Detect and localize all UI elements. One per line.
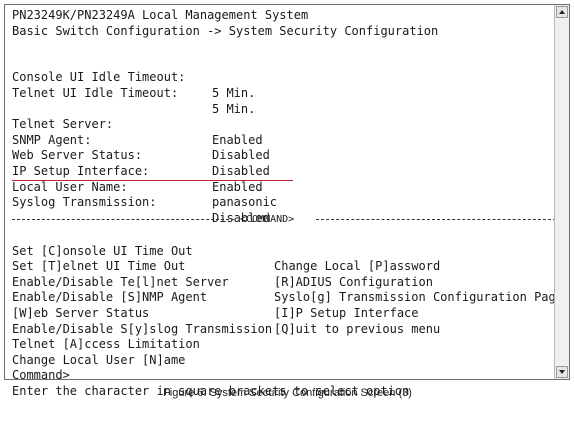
command-toggle-snmp-agent[interactable]: Enable/Disable [S]NMP Agent: [12, 290, 208, 305]
telnet-server-value: Enabled: [212, 132, 263, 147]
command-row-5: [W]eb Server Status [Q]uit to previous m…: [12, 290, 440, 336]
command-ip-setup-interface[interactable]: [I]P Setup Interface: [274, 305, 419, 320]
web-server-label: Web Server Status:: [12, 148, 143, 163]
telnet-timeout-row: Telnet UI Idle Timeout: 5 Min.: [12, 70, 255, 116]
instruction-hint: Enter the character in square brackets t…: [12, 383, 410, 398]
syslog-row: Syslog Transmission: Disabled: [12, 180, 270, 225]
command-telnet-access-limitation[interactable]: Telnet [A]ccess Limitation: [12, 337, 200, 352]
command-change-local-user-name[interactable]: Change Local User [N]ame: [12, 352, 186, 367]
telnet-timeout-label: Telnet UI Idle Timeout:: [12, 85, 179, 100]
syslog-value: Disabled: [212, 210, 270, 225]
command-prompt[interactable]: Command>: [12, 368, 70, 383]
snmp-agent-value: Disabled: [212, 148, 270, 163]
command-toggle-telnet-server[interactable]: Enable/Disable Te[l]net Server: [12, 274, 229, 289]
terminal-screen: PN23249K/PN23249A Local Management Syste…: [12, 8, 563, 398]
ip-setup-row: IP Setup Interface: Enabled: [12, 148, 263, 194]
console-timeout-value: 5 Min.: [212, 85, 256, 100]
command-divider-label: <COMMAND>: [240, 214, 295, 225]
command-divider: <COMMAND>: [12, 212, 556, 227]
command-row-3: Enable/Disable Te[l]net Server Syslo[g] …: [12, 259, 563, 305]
terminal-window: PN23249K/PN23249A Local Management Syste…: [4, 4, 570, 398]
command-row-6: Enable/Disable S[y]slog Transmission: [12, 306, 272, 336]
scroll-up-button[interactable]: [556, 6, 568, 18]
command-quit-menu[interactable]: [Q]uit to previous menu: [274, 321, 441, 336]
hint-row: Enter the character in square brackets t…: [12, 368, 409, 398]
web-server-row: Web Server Status: Disabled: [12, 133, 270, 178]
command-row-1: Set [C]onsole UI Time Out Change Local […: [12, 228, 440, 274]
local-user-row: Local User Name: panasonic: [12, 164, 277, 210]
ip-setup-label: IP Setup Interface:: [12, 163, 150, 178]
command-radius-configuration[interactable]: [R]ADIUS Configuration: [274, 274, 433, 289]
arrow-up-icon: [559, 10, 565, 14]
command-set-telnet-timeout[interactable]: Set [T]elnet UI Time Out: [12, 259, 186, 274]
command-set-console-timeout[interactable]: Set [C]onsole UI Time Out: [12, 243, 193, 258]
snmp-agent-row: SNMP Agent: Disabled: [12, 117, 270, 163]
command-change-password[interactable]: Change Local [P]assword: [274, 259, 441, 274]
command-toggle-syslog[interactable]: Enable/Disable S[y]slog Transmission: [12, 321, 273, 336]
syslog-label: Syslog Transmission:: [12, 195, 157, 210]
command-row-2: Set [T]elnet UI Time Out [R]ADIUS Config…: [12, 244, 433, 289]
command-row-4: Enable/Disable [S]NMP Agent [I]P Setup I…: [12, 275, 419, 320]
local-user-value: panasonic: [212, 195, 278, 210]
console-timeout-label: Console UI Idle Timeout:: [12, 70, 186, 85]
figure-caption: Figure 6. System Security Configuration …: [163, 387, 412, 399]
divider-line-left: [12, 219, 234, 220]
ip-setup-value: Enabled: [212, 179, 263, 194]
command-web-server-status[interactable]: [W]eb Server Status: [12, 305, 150, 320]
telnet-server-label: Telnet Server:: [12, 117, 114, 132]
command-row-8: Change Local User [N]ame: [12, 337, 185, 367]
command-syslog-config-page[interactable]: Syslo[g] Transmission Configuration Page: [274, 290, 563, 305]
command-prompt-row[interactable]: Command>: [12, 353, 70, 382]
console-timeout-row: Console UI Idle Timeout: 5 Min.: [12, 55, 255, 100]
arrow-down-icon: [559, 370, 565, 374]
web-server-value: Disabled: [212, 163, 270, 178]
local-user-label: Local User Name:: [12, 179, 128, 194]
vertical-scrollbar[interactable]: [554, 5, 569, 379]
scroll-down-button[interactable]: [556, 366, 568, 378]
telnet-server-row: Telnet Server: Enabled: [12, 102, 263, 147]
command-row-7: Telnet [A]ccess Limitation: [12, 322, 200, 351]
divider-line-right: [316, 219, 556, 220]
snmp-agent-label: SNMP Agent:: [12, 132, 92, 147]
telnet-timeout-value: 5 Min.: [212, 101, 256, 116]
highlight-underline: [12, 180, 293, 181]
